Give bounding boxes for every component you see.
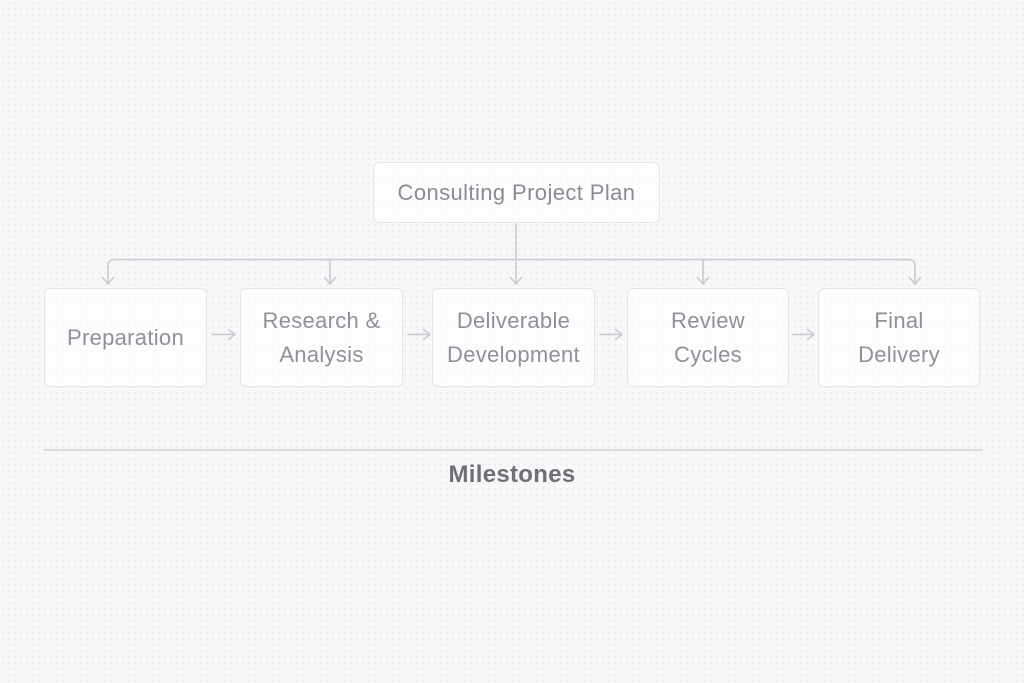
down-arrowhead-icon xyxy=(696,276,710,285)
down-arrowhead-icon xyxy=(509,276,523,285)
stage-node-label: Preparation xyxy=(66,324,185,350)
root-node: Consulting Project Plan xyxy=(373,162,660,223)
right-arrowhead-icon xyxy=(422,328,431,341)
down-arrowhead-icon xyxy=(323,276,337,285)
stage-node-label: Final Delivery xyxy=(858,307,940,367)
milestones-section-title: Milestones xyxy=(448,461,576,488)
stage-node-preparation: Preparation xyxy=(44,288,207,387)
stage-node-label: Review Cycles xyxy=(671,307,745,367)
stage-node-label: Research & Analysis xyxy=(262,307,381,367)
tree-connector-line xyxy=(107,258,916,284)
down-arrowhead-icon xyxy=(101,276,115,285)
right-arrowhead-icon xyxy=(806,328,815,341)
stage-node-review-cycles: Review Cycles xyxy=(627,288,789,387)
right-arrowhead-icon xyxy=(614,328,623,341)
right-arrowhead-icon xyxy=(227,328,236,341)
stage-node-research-analysis: Research & Analysis xyxy=(240,288,403,387)
stage-node-label: Deliverable Development xyxy=(447,307,580,367)
stage-node-deliverable-development: Deliverable Development xyxy=(432,288,595,387)
stage-node-final-delivery: Final Delivery xyxy=(818,288,980,387)
down-arrowhead-icon xyxy=(908,276,922,285)
root-node-label: Consulting Project Plan xyxy=(397,179,636,205)
section-divider xyxy=(43,449,983,451)
